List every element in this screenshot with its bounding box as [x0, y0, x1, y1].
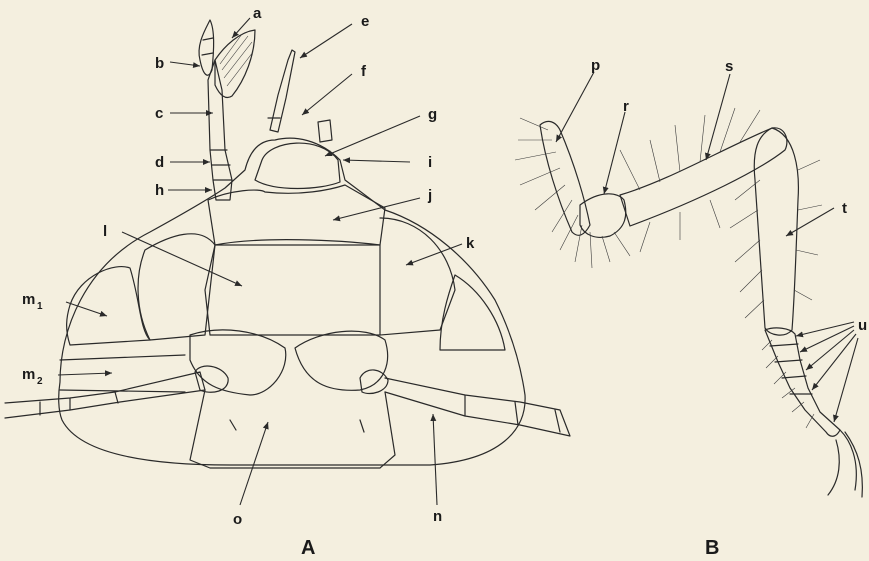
label-b: b	[155, 55, 164, 72]
label-m2: m 2	[22, 366, 43, 387]
label-n: n	[433, 508, 442, 525]
label-c: c	[155, 105, 163, 122]
panel-label-a: A	[301, 537, 315, 559]
label-f: f	[361, 63, 367, 80]
figure-a-body-drawing	[5, 20, 570, 470]
label-m2-main: m	[22, 366, 35, 383]
figure-b-leg-drawing	[515, 108, 862, 497]
label-u: u	[858, 317, 867, 334]
label-g: g	[428, 106, 437, 123]
label-d: d	[155, 154, 164, 171]
label-a: a	[253, 5, 262, 22]
label-m1-sub: 1	[37, 301, 43, 312]
label-m1-main: m	[22, 291, 35, 308]
label-m2-sub: 2	[37, 376, 43, 387]
label-h: h	[155, 182, 164, 199]
label-m1: m 1	[22, 291, 43, 312]
label-p: p	[591, 57, 600, 74]
label-s: s	[725, 58, 733, 75]
figure-a-labels: a b c e f g d h i j l k m 1 m 2 n o A	[22, 5, 475, 559]
label-t: t	[842, 200, 847, 217]
figure-b-labels: p s r t u B	[591, 57, 867, 559]
label-o: o	[233, 511, 242, 528]
label-i: i	[428, 154, 432, 171]
label-e: e	[361, 13, 369, 30]
panel-label-b: B	[705, 537, 719, 559]
label-r: r	[623, 98, 629, 115]
label-l: l	[103, 223, 107, 240]
label-j: j	[427, 187, 432, 204]
figure-b-pointers	[556, 72, 858, 422]
label-k: k	[466, 235, 475, 252]
